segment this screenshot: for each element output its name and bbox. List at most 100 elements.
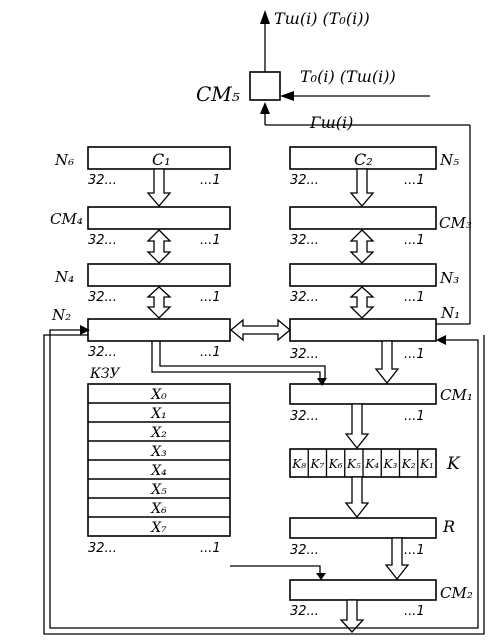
register-n3: N₃ 32... ...1 [289,263,459,305]
register-n4-name: N₄ [54,268,74,286]
register-n4-box [87,263,231,287]
arrow-n1-to-cm1 [374,340,400,385]
data-path-arrows [146,168,410,633]
k-cell-5: K₃ [382,457,397,471]
register-r-name: R [442,517,455,536]
register-n4-bits-high: 32... [88,290,117,305]
adder-cm5-box [249,71,281,101]
register-cm4-bits-high: 32... [88,233,117,248]
arrow-n3-n1 [349,286,375,319]
register-cm1-bits-high: 32... [290,409,319,424]
register-n6: N₆ C₁ 32... ...1 [54,146,231,188]
register-n2-name: N₂ [51,306,71,324]
output-arrow-head [260,10,270,24]
k-cell-2: K₆ [328,457,343,471]
register-r-bits-high: 32... [290,543,319,558]
arrow-cm2-down [339,599,365,633]
register-cm1-box [289,383,437,405]
register-cm2-bits-low: ...1 [404,604,425,619]
register-n5-bits-low: ...1 [404,173,425,188]
adder-cm5-label: CM₅ [196,82,240,106]
register-n5: N₅ C₂ 32... ...1 [289,146,459,188]
k-cell-1: K₇ [309,457,324,471]
kzu-label: КЗУ [89,366,121,382]
gamma-arrow-head [260,102,270,114]
register-cm4: CM₄ 32... ...1 [50,206,231,248]
kzu-cell-2: X₂ [150,425,167,441]
register-n1-bits-low: ...1 [404,347,425,362]
register-n6-bits-high: 32... [88,173,117,188]
k-cell-6: K₂ [401,457,416,471]
register-n2-bits-low: ...1 [200,345,221,360]
register-n2-box [87,318,231,342]
output-top-label: Tш(i) (T₀(i)) [274,9,370,28]
register-cm3-box [289,206,437,230]
arrow-c1-to-cm4 [146,168,172,208]
kzu-cell-4: X₄ [150,463,167,479]
kzu-cell-3: X₃ [150,444,167,460]
arrow-k-to-r [344,476,370,519]
register-cm1: CM₁ 32... ...1 [289,383,473,424]
register-n1-box [289,318,437,342]
arrow-cm3-n3 [349,229,375,264]
feedback-loop-outer-2 [43,334,485,635]
register-n6-content: C₁ [152,150,171,169]
register-n5-bits-high: 32... [290,173,319,188]
arrow-n2-n1 [229,318,292,342]
input-right-label: T₀(i) (Tш(i)) [300,67,396,86]
register-cm1-bits-low: ...1 [404,409,425,424]
register-n3-box [289,263,437,287]
arrowhead-feedback-n2 [80,325,90,335]
register-n4: N₄ 32... ...1 [54,263,231,305]
register-cm3-name: CM₃ [439,214,472,232]
k-cell-3: K₅ [346,457,361,471]
register-r-bits-low: ...1 [404,543,425,558]
input-arrow-head [280,91,294,101]
register-n3-bits-high: 32... [290,290,319,305]
arrowhead-kzu-cm1 [317,378,327,386]
kzu-cell-6: X₆ [150,501,167,517]
register-cm1-name: CM₁ [440,386,473,404]
k-block-label: K [446,454,461,474]
kzu-cell-7: X₇ [150,520,167,536]
register-n1-bits-high: 32... [290,347,319,362]
kzu-bits-low: ...1 [200,541,221,556]
register-n3-name: N₃ [439,269,459,287]
register-cm2-box [289,579,437,601]
register-cm3-bits-high: 32... [290,233,319,248]
k-cell-0: K₈ [291,457,306,471]
arrow-n4-n2 [146,286,172,319]
line-kzu-to-cm1 [159,341,326,380]
register-n5-name: N₅ [439,151,459,169]
connection-lines [43,325,485,635]
feedback-loop-outer [49,329,479,629]
adder-cm5: CM₅ Tш(i) (T₀(i)) T₀(i) (Tш(i)) Гш(i) [196,9,471,325]
kzu-cell-5: X₅ [150,482,167,498]
register-n1: N₁ 32... ...1 [289,304,460,362]
gamma-label: Гш(i) [309,113,353,132]
arrow-c2-to-cm3 [349,168,375,208]
arrow-cm4-n4 [146,229,172,264]
line-kzu-to-cm2 [230,565,321,576]
arrowhead-kzu-cm2 [316,573,326,580]
register-n6-name: N₆ [54,151,74,169]
register-cm4-bits-low: ...1 [200,233,221,248]
register-n6-bits-low: ...1 [200,173,221,188]
arrowhead-feedback-n1 [436,335,446,345]
line-kzu-to-cm1-2 [151,341,321,380]
register-n4-bits-low: ...1 [200,290,221,305]
register-r-box [289,517,437,539]
register-n3-bits-low: ...1 [404,290,425,305]
kzu-bits-high: 32... [88,541,117,556]
k-cell-7: K₁ [419,457,434,471]
k-cell-4: K₄ [364,457,379,471]
register-n2-bits-high: 32... [88,345,117,360]
arrow-r-to-cm2 [384,537,410,581]
kzu-cell-1: X₁ [150,406,167,422]
arrow-cm1-to-k [344,403,370,450]
register-cm2-name: CM₂ [440,584,473,602]
register-n5-content: C₂ [354,150,373,169]
